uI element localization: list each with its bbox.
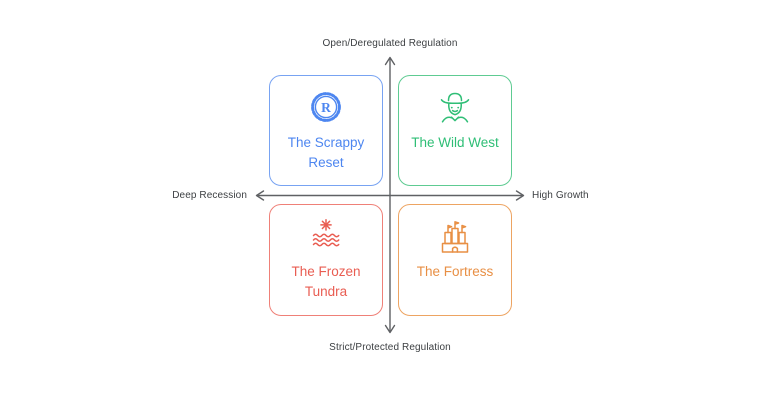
snowflake-waves-icon: [306, 216, 346, 256]
axis-label-right: High Growth: [532, 190, 589, 201]
down-arrow-icon: [384, 324, 396, 334]
rust-gear-icon: R: [306, 87, 346, 127]
left-arrow-icon: [255, 190, 265, 201]
up-arrow-icon: [384, 56, 396, 66]
axis-label-top: Open/Deregulated Regulation: [322, 38, 458, 49]
cowboy-icon: [435, 87, 475, 127]
quadrant-label: The Scrappy Reset: [287, 135, 365, 170]
quadrant-label: The Fortress: [416, 264, 494, 279]
castle-icon: [435, 216, 475, 256]
axis-label-left: Deep Recession: [172, 190, 247, 201]
quadrant-label: The Frozen Tundra: [291, 264, 361, 299]
quadrant-card-frozen-tundra: The Frozen Tundra: [269, 204, 383, 316]
axis-label-bottom: Strict/Protected Regulation: [329, 342, 451, 353]
quadrant-label: The Wild West: [411, 135, 499, 150]
right-arrow-icon: [515, 190, 525, 201]
quadrant-card-wild-west: The Wild West: [398, 75, 512, 186]
svg-text:R: R: [321, 100, 331, 115]
quadrant-card-fortress: The Fortress: [398, 204, 512, 316]
quadrant-card-scrappy-reset: R The Scrappy Reset: [269, 75, 383, 186]
